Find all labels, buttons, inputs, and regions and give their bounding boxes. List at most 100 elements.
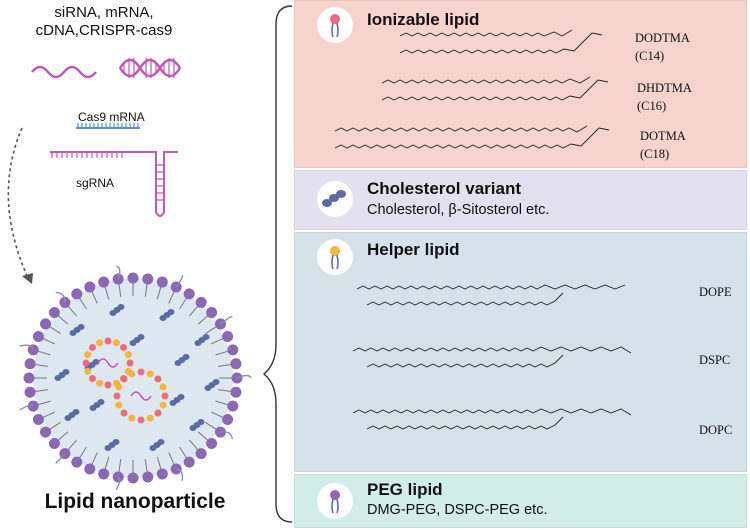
- lipid-head: [227, 344, 239, 356]
- micelle-head: [137, 368, 145, 376]
- peg-chain: [176, 468, 184, 481]
- micelle-head: [84, 351, 92, 359]
- ionizable-item-1: DODTMA (C14): [635, 29, 690, 65]
- cholesterol-molecule: [204, 379, 220, 391]
- cas9-mrna-icon: [76, 123, 140, 129]
- lipid-head: [195, 296, 207, 308]
- micelle-head: [154, 375, 162, 383]
- peg-lipid-icon: [317, 483, 353, 519]
- cholesterol-molecule: [194, 334, 210, 346]
- cholesterol-molecule: [109, 304, 125, 316]
- ionizable-item-2: DHDTMA (C16): [637, 79, 692, 115]
- lipid-head: [59, 296, 71, 308]
- peg-chain: [236, 374, 252, 379]
- lipid-head: [183, 456, 195, 468]
- peg-chain: [115, 476, 121, 491]
- sgrna-label: sgRNA: [76, 176, 115, 190]
- micelle-head: [161, 392, 169, 400]
- cargo-line-1: siRNA, mRNA,: [54, 4, 154, 21]
- lipid-head: [48, 437, 60, 449]
- micelle-head: [115, 383, 123, 391]
- cholesterol-molecule: [149, 439, 165, 451]
- micelle-head: [124, 351, 132, 359]
- cholesterol-molecule: [89, 399, 105, 411]
- lipid-head: [71, 456, 83, 468]
- lipid-head: [206, 307, 218, 319]
- lipid-head: [23, 372, 35, 384]
- helper-item-2: DSPC: [699, 353, 731, 367]
- ionizable-item-2-name: DHDTMA: [637, 81, 692, 95]
- peg-chain: [220, 431, 233, 440]
- ionizable-item-1-name: DODTMA: [635, 31, 690, 45]
- lipid-head: [156, 468, 168, 480]
- lipid-head: [230, 358, 242, 370]
- micelle-head: [82, 359, 90, 367]
- peg-lipid-subtitle: DMG-PEG, DSPC-PEG etc.: [367, 502, 548, 518]
- lipid-head: [156, 276, 168, 288]
- helper-lipid-panel: Helper lipid DOPE DSPC DOPC: [294, 232, 747, 472]
- lipid-head: [98, 468, 110, 480]
- lipid-head: [24, 386, 36, 398]
- particle-core: [33, 278, 233, 478]
- cholesterol-molecule: [64, 409, 80, 421]
- micelle-head: [146, 370, 154, 378]
- lipid-head: [230, 386, 242, 398]
- encapsulated-rna: [130, 391, 152, 401]
- micelle-head: [96, 339, 104, 347]
- lipid-head: [142, 273, 154, 285]
- cholesterol-panel: Cholesterol variant Cholesterol, β-Sitos…: [294, 170, 747, 230]
- peg-chain: [175, 274, 184, 288]
- micelle-head: [159, 401, 167, 409]
- lipid-head: [48, 307, 60, 319]
- lipid-head: [32, 330, 44, 342]
- cholesterol-molecule: [169, 394, 185, 406]
- ionizable-lipid-icon: [317, 7, 353, 43]
- dashed-arrow-icon: [7, 127, 29, 279]
- lipid-head: [24, 358, 36, 370]
- lipid-head: [98, 276, 110, 288]
- lipid-head: [40, 426, 52, 438]
- cholesterol-molecule: [129, 334, 145, 346]
- lipid-head: [195, 448, 207, 460]
- lipid-head: [222, 330, 234, 342]
- lipid-head: [27, 344, 39, 356]
- lipid-head: [40, 318, 52, 330]
- micelle-head: [120, 343, 128, 351]
- micelle-head: [120, 375, 128, 383]
- micelle-head: [128, 370, 136, 378]
- peg-chain: [19, 344, 34, 351]
- cholesterol-molecule: [54, 369, 70, 381]
- micelle-head: [128, 414, 136, 422]
- lipid-head: [32, 414, 44, 426]
- lipid-head: [84, 463, 96, 475]
- cholesterol-subtitle: Cholesterol, β-Sitosterol etc.: [367, 202, 550, 218]
- helper-lipid-title: Helper lipid: [367, 240, 460, 259]
- helper-item-3: DOPC: [699, 423, 733, 437]
- bracket-icon: [262, 5, 293, 523]
- lipid-head: [71, 288, 83, 300]
- cas9-mrna-label: Cas9 mRNA: [78, 110, 145, 124]
- peg-chain: [55, 291, 66, 303]
- ionizable-item-3-name: DOTMA: [640, 129, 686, 143]
- micelle-head: [146, 414, 154, 422]
- cargo-illustration: [7, 58, 182, 284]
- cholesterol-molecule: [159, 309, 175, 321]
- helper-item-1: DOPE: [699, 285, 732, 299]
- lipid-head: [127, 472, 139, 484]
- lipid-head: [183, 288, 195, 300]
- ionizable-lipid-panel: Ionizable lipid DODTMA (C14) DHDTMA (C16…: [294, 0, 747, 168]
- micelle-head: [104, 337, 112, 345]
- micelle-head: [88, 375, 96, 383]
- encapsulated-rna: [97, 358, 119, 368]
- ionizable-lipid-title: Ionizable lipid: [367, 10, 480, 29]
- cargo-line-2: cDNA,CRISPR-cas9: [35, 22, 173, 39]
- cholesterol-title: Cholesterol variant: [367, 179, 521, 198]
- lipid-head: [127, 272, 139, 284]
- micelle-head: [113, 392, 121, 400]
- lipid-head: [222, 414, 234, 426]
- dna-helix-icon: [118, 58, 182, 78]
- cholesterol-molecule: [104, 439, 120, 451]
- micelle-head: [84, 367, 92, 375]
- cholesterol-molecule: [189, 419, 205, 431]
- sgrna-icon: [50, 151, 178, 217]
